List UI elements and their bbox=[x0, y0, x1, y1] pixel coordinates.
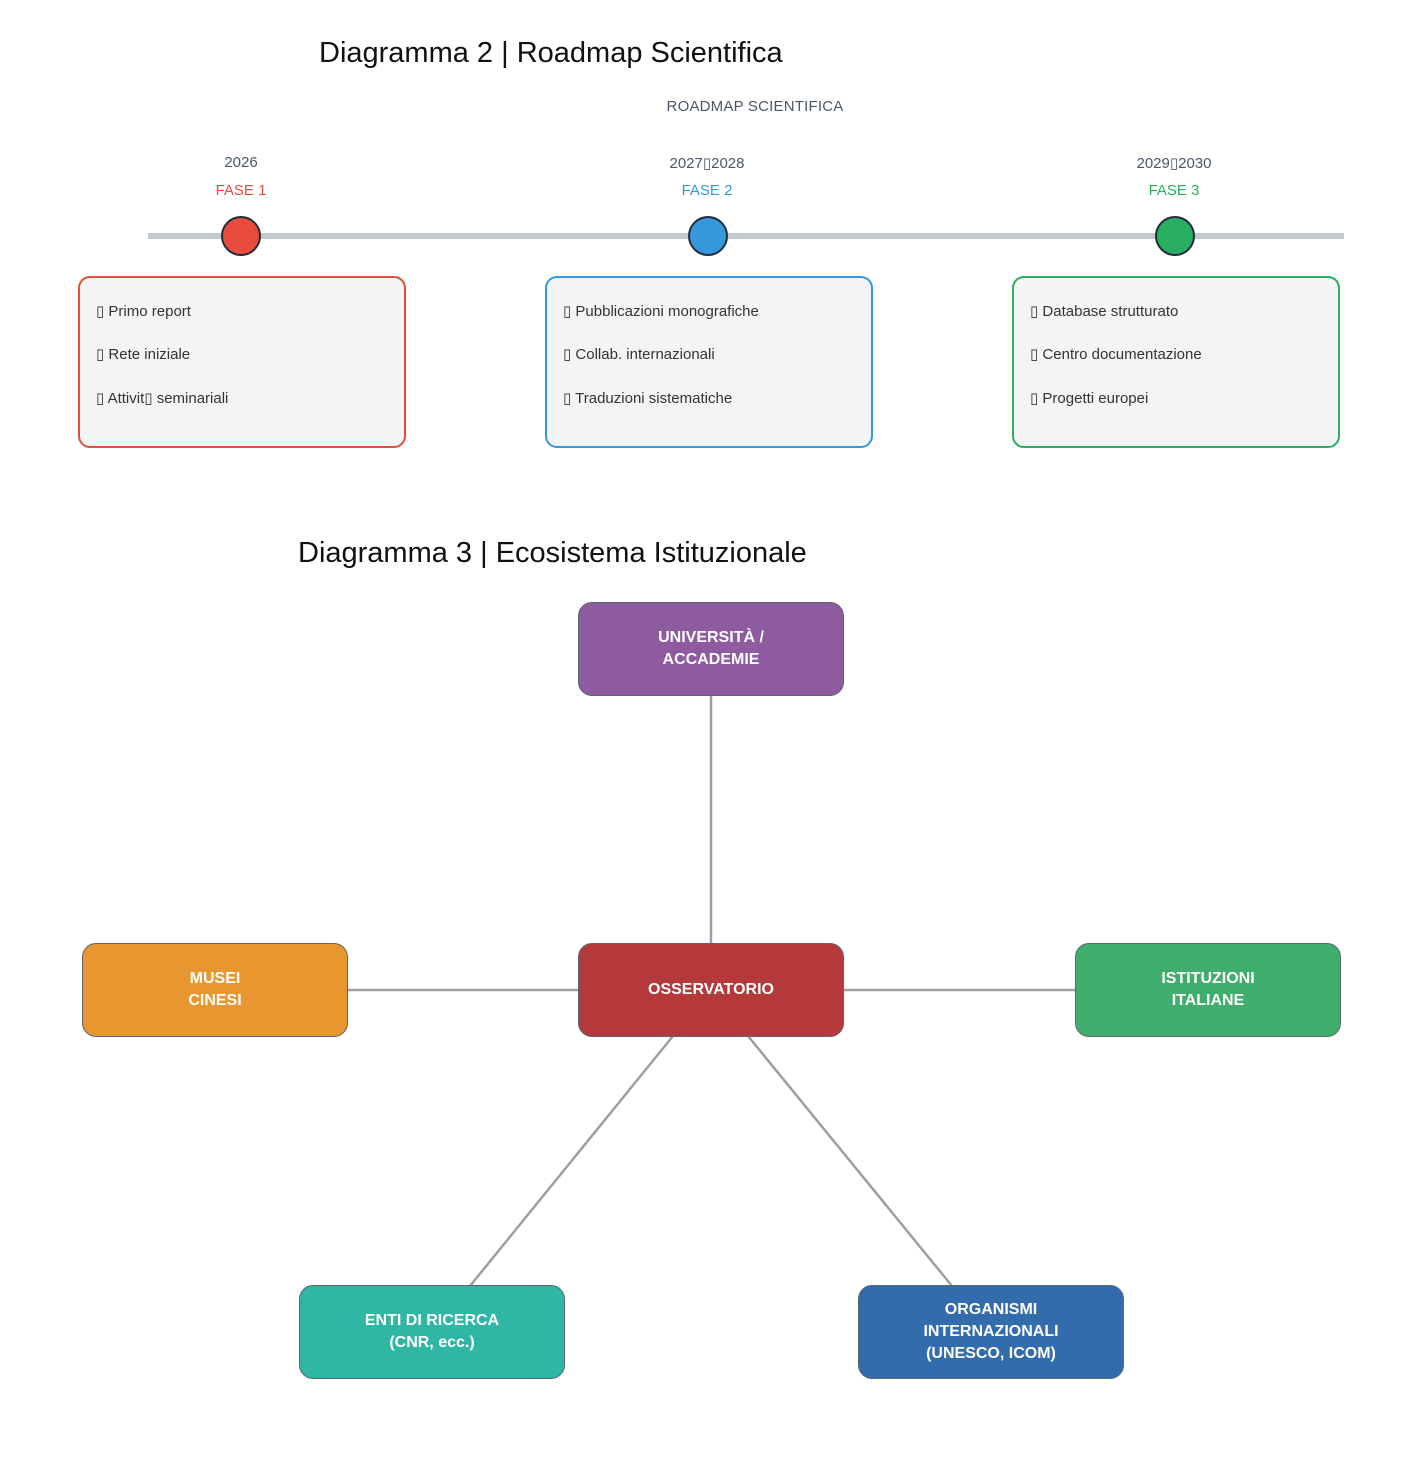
node-enti-ricerca: ENTI DI RICERCA (CNR, ecc.) bbox=[299, 1285, 565, 1379]
phase-1-box: ▯ Primo report ▯ Rete iniziale ▯ Attivit… bbox=[78, 276, 406, 448]
phase-3-year: 2029▯2030 bbox=[1136, 155, 1212, 172]
roadmap-subtitle: ROADMAP SCIENTIFICA bbox=[666, 98, 844, 115]
node-organismi-internazionali: ORGANISMI INTERNAZIONALI (UNESCO, ICOM) bbox=[858, 1285, 1124, 1379]
phase-1-label: FASE 1 bbox=[215, 182, 267, 199]
phase-2-marker bbox=[688, 216, 728, 256]
roadmap-timeline-line bbox=[148, 233, 1344, 239]
phase-2-box: ▯ Pubblicazioni monografiche ▯ Collab. i… bbox=[545, 276, 873, 448]
phase-2-item: ▯ Pubblicazioni monografiche bbox=[563, 303, 759, 320]
diagram2-title: Diagramma 2 | Roadmap Scientifica bbox=[319, 37, 783, 69]
connector-enti bbox=[469, 1035, 674, 1287]
phase-3-marker bbox=[1155, 216, 1195, 256]
phase-2-item: ▯ Collab. internazionali bbox=[563, 346, 715, 363]
phase-2-item: ▯ Traduzioni sistematiche bbox=[563, 390, 733, 407]
node-musei-cinesi: MUSEI CINESI bbox=[82, 943, 348, 1037]
node-osservatorio: OSSERVATORIO bbox=[578, 943, 844, 1037]
node-istituzioni-italiane: ISTITUZIONI ITALIANE bbox=[1075, 943, 1341, 1037]
phase-3-box: ▯ Database strutturato ▯ Centro document… bbox=[1012, 276, 1340, 448]
connector-organismi bbox=[747, 1035, 953, 1287]
phase-3-label: FASE 3 bbox=[1148, 182, 1200, 199]
phase-2-label: FASE 2 bbox=[681, 182, 733, 199]
phase-2-year: 2027▯2028 bbox=[669, 155, 745, 172]
node-universita: UNIVERSITÀ / ACCADEMIE bbox=[578, 602, 844, 696]
phase-1-item: ▯ Rete iniziale bbox=[96, 346, 191, 363]
phase-1-item: ▯ Attivit▯ seminariali bbox=[96, 390, 229, 407]
phase-1-item: ▯ Primo report bbox=[96, 303, 191, 320]
diagram3-title: Diagramma 3 | Ecosistema Istituzionale bbox=[298, 537, 807, 569]
phase-1-year: 2026 bbox=[224, 154, 258, 171]
phase-3-item: ▯ Database strutturato bbox=[1030, 303, 1179, 320]
phase-3-item: ▯ Centro documentazione bbox=[1030, 346, 1202, 363]
phase-3-item: ▯ Progetti europei bbox=[1030, 390, 1149, 407]
phase-1-marker bbox=[221, 216, 261, 256]
